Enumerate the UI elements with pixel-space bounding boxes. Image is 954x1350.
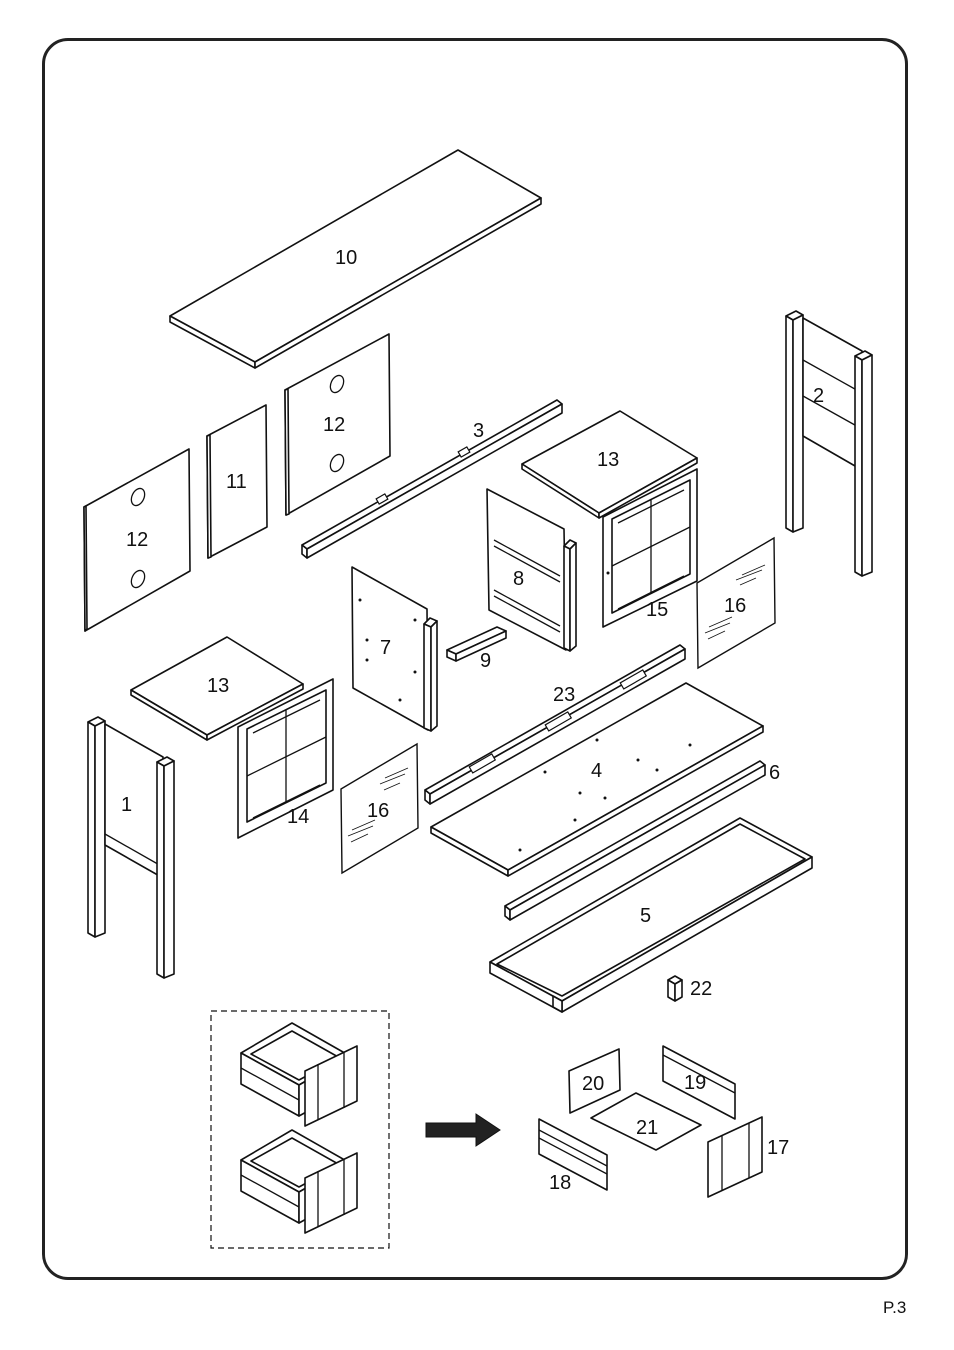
right-arrow-icon [426, 1114, 500, 1146]
label-part-7: 7 [380, 637, 391, 659]
label-part-20: 20 [582, 1073, 604, 1095]
label-part-21: 21 [636, 1117, 658, 1139]
label-part-5: 5 [640, 905, 651, 927]
label-part-13-left: 13 [207, 675, 229, 697]
label-part-16-left: 16 [367, 800, 389, 822]
label-part-14: 14 [287, 806, 309, 828]
part-2-right-end-frame [786, 311, 872, 576]
drawer-lower [241, 1130, 357, 1233]
label-part-22: 22 [690, 978, 712, 1000]
label-part-2: 2 [813, 385, 824, 407]
label-part-18: 18 [549, 1172, 571, 1194]
label-part-3: 3 [473, 420, 484, 442]
label-part-11: 11 [226, 471, 247, 493]
label-part-4: 4 [591, 760, 602, 782]
part-22-foot [668, 976, 682, 1001]
part-9-small-bracket [447, 627, 506, 661]
assembled-drawers-box [211, 1011, 389, 1248]
part-17-drawer-front [708, 1117, 762, 1197]
label-part-8: 8 [513, 568, 524, 590]
part-1-left-end-frame [88, 717, 174, 978]
part-8-divider-panel-right [487, 489, 576, 651]
label-part-17: 17 [767, 1137, 789, 1159]
label-part-12-right: 12 [323, 414, 345, 436]
label-part-15: 15 [646, 599, 668, 621]
drawer-upper [241, 1023, 357, 1126]
label-part-12-left: 12 [126, 529, 148, 551]
label-part-10: 10 [335, 247, 357, 269]
label-part-23: 23 [553, 684, 575, 706]
label-part-9: 9 [480, 650, 491, 672]
label-part-6: 6 [769, 762, 780, 784]
page-number: P.3 [883, 1298, 906, 1317]
label-part-19: 19 [684, 1072, 706, 1094]
part-7-divider-panel-left [352, 567, 437, 731]
label-part-16-right: 16 [724, 595, 746, 617]
label-part-1: 1 [121, 794, 132, 816]
label-part-13-right: 13 [597, 449, 619, 471]
